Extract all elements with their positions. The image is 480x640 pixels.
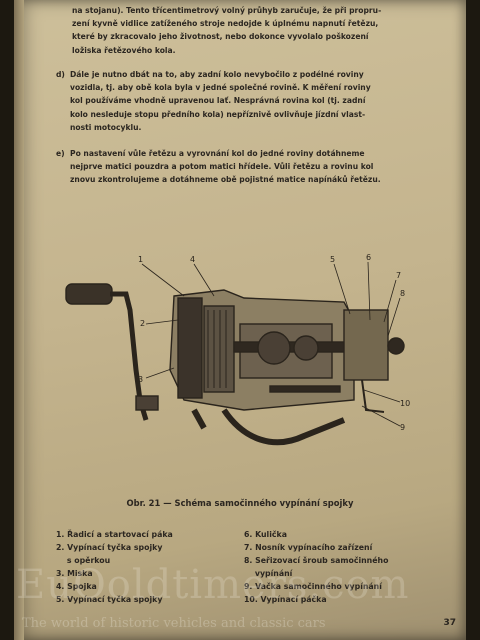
gear bbox=[257, 331, 291, 365]
text-line: na stojanu). Tento třícentimetrový volný… bbox=[72, 6, 382, 15]
callout-label: 3 bbox=[138, 375, 143, 384]
watermark-title: EuOoldtimers.com bbox=[16, 562, 410, 608]
callout-label: 10 bbox=[400, 399, 410, 408]
text-line: Po nastavení vůle řetězu a vyrovnání kol… bbox=[70, 149, 365, 158]
paragraph-marker: e) bbox=[56, 149, 65, 158]
clutch-plates bbox=[203, 305, 235, 393]
callout-label: 2 bbox=[140, 319, 145, 328]
text-line: kolo nesleduje stopu předního kola) nepř… bbox=[70, 109, 366, 119]
gear bbox=[293, 335, 319, 361]
callout-label: 9 bbox=[400, 423, 405, 432]
callout-label: 8 bbox=[400, 289, 405, 298]
callout-label: 1 bbox=[138, 255, 143, 264]
page-number: 37 bbox=[443, 618, 456, 628]
legend-item: 8. Seřizovací šroub samočinného bbox=[244, 556, 389, 565]
callout-label: 4 bbox=[190, 255, 195, 264]
legend-item: vypínání bbox=[244, 569, 293, 578]
page-gutter bbox=[14, 0, 24, 640]
paragraph-marker: d) bbox=[56, 70, 65, 79]
text-line: nosti motocyklu. bbox=[70, 122, 142, 132]
legend-right: 6. Kulička 7. Nosník vypínacího zařízení… bbox=[244, 528, 388, 606]
callout-leaders bbox=[141, 261, 401, 427]
callout-label: 5 bbox=[330, 255, 335, 264]
text-line: které by zkracovalo jeho životnost, nebo… bbox=[72, 32, 369, 42]
legend-item: 3. Miska bbox=[56, 569, 93, 578]
paragraph-d: d) Dále je nutno dbát na to, aby zadní k… bbox=[56, 68, 371, 134]
watermark-subtitle: The world of historic vehicles and class… bbox=[22, 616, 326, 631]
paragraph-e: e) Po nastavení vůle řetězu a vyrovnání … bbox=[56, 147, 381, 187]
legend-item: 7. Nosník vypínacího zařízení bbox=[244, 543, 373, 552]
engine-foot bbox=[221, 408, 346, 446]
clutch-springs bbox=[207, 310, 227, 388]
lever-base bbox=[135, 395, 159, 411]
text-line: znovu zkontrolujeme a dotáhneme obě poji… bbox=[70, 175, 381, 185]
legend-item: 4. Spojka bbox=[56, 582, 97, 591]
paragraph-intro: na stojanu). Tento třícentimetrový volný… bbox=[72, 4, 381, 57]
text-line: ložiska řetězového kola. bbox=[72, 45, 176, 55]
legend-item: 9. Vačka samočinného vypínání bbox=[244, 582, 382, 591]
adjust-screw bbox=[387, 337, 405, 355]
callout-label: 7 bbox=[396, 271, 401, 280]
text-line: nejprve matici pouzdra a potom matici hř… bbox=[70, 162, 374, 172]
text-line: Dále je nutno dbát na to, aby zadní kolo… bbox=[70, 70, 364, 79]
release-cam bbox=[361, 379, 385, 413]
release-mechanism bbox=[343, 309, 389, 381]
legend-item: 5. Vypínací tyčka spojky bbox=[56, 595, 163, 604]
legend-item: 10. Vypínací páčka bbox=[244, 595, 327, 604]
text-line: kol používáme vhodně upravenou lať. Nesp… bbox=[70, 96, 366, 106]
lever-pedal bbox=[65, 283, 113, 305]
legend-item: 1. Řadicí a startovací páka bbox=[56, 530, 173, 539]
legend-item: 6. Kulička bbox=[244, 530, 287, 539]
release-rod bbox=[269, 385, 341, 393]
engine-foot bbox=[191, 408, 207, 430]
text-line: vozidla, tj. aby obě kola byla v jedné s… bbox=[70, 83, 371, 93]
text-line: zení kyvně vidlice zatíženého stroje ned… bbox=[72, 19, 379, 29]
legend-left: 1. Řadicí a startovací páka 2. Vypínací … bbox=[56, 528, 173, 606]
legend-item: 2. Vypínací tyčka spojky bbox=[56, 543, 163, 552]
legend-item: s opěrkou bbox=[56, 556, 111, 565]
clutch-drum bbox=[177, 297, 203, 399]
figure-caption: Obr. 21 — Schéma samočinného vypínání sp… bbox=[126, 498, 354, 508]
clutch-schematic-figure: 1 4 2 5 6 7 8 3 10 9 bbox=[65, 253, 410, 446]
callout-label: 6 bbox=[366, 253, 371, 262]
book-page: na stojanu). Tento třícentimetrový volný… bbox=[14, 0, 466, 640]
